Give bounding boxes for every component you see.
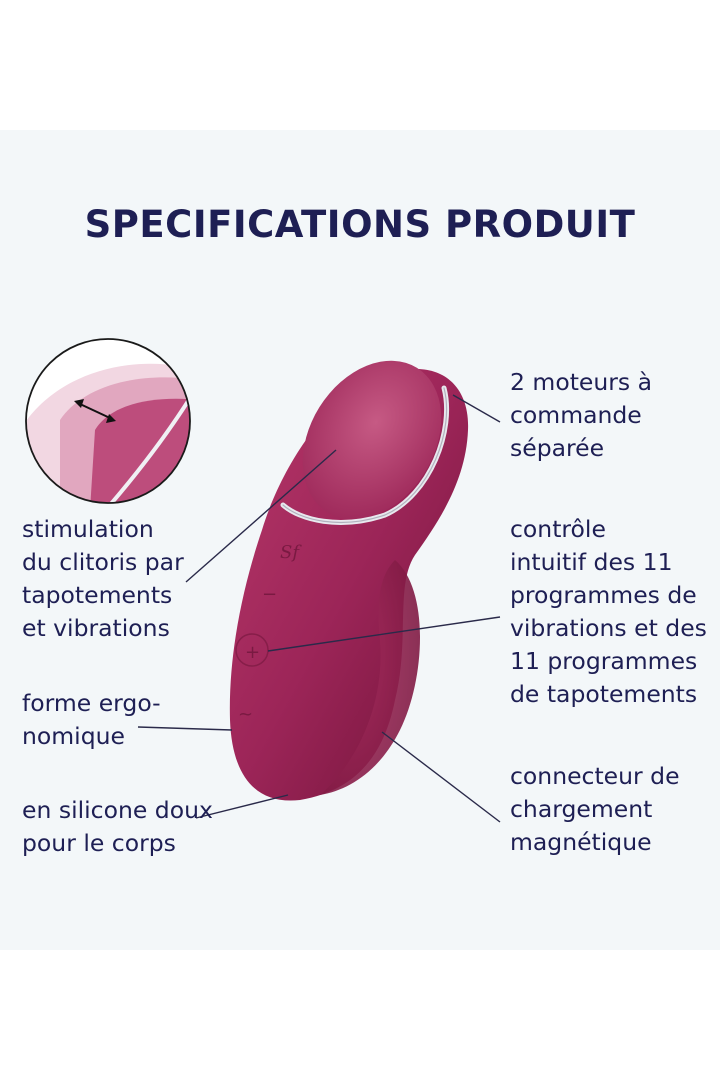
feature-motors: 2 moteurs à commande séparée [510,368,653,462]
leader-control [267,616,501,652]
leader-charging [381,731,501,823]
leader-stimulation [185,449,337,583]
feature-silicone: en silicone doux pour le corps [22,796,213,857]
brand-logo: Sf [280,542,302,563]
minus-button: − [262,584,277,605]
wave-button: ~ [238,704,253,725]
feature-charging: connecteur de chargement magnétique [510,762,680,856]
feature-ergonomic: forme ergo- nomique [22,689,161,750]
detail-magnifier [25,338,191,504]
product-side [320,560,420,795]
feature-stimulation: stimulation du clitoris par tapotements … [22,515,184,642]
plus-button-ring [235,633,269,667]
leader-silicone [195,794,289,819]
leader-ergonomic [137,726,233,731]
feature-control: contrôle intuitif des 11 programmes de v… [510,515,707,708]
product-head [302,360,442,520]
plus-button: + [245,642,260,663]
leader-motors [452,394,501,423]
page-title: SPECIFICATIONS PRODUIT [84,203,636,246]
leader-lines [137,394,501,823]
